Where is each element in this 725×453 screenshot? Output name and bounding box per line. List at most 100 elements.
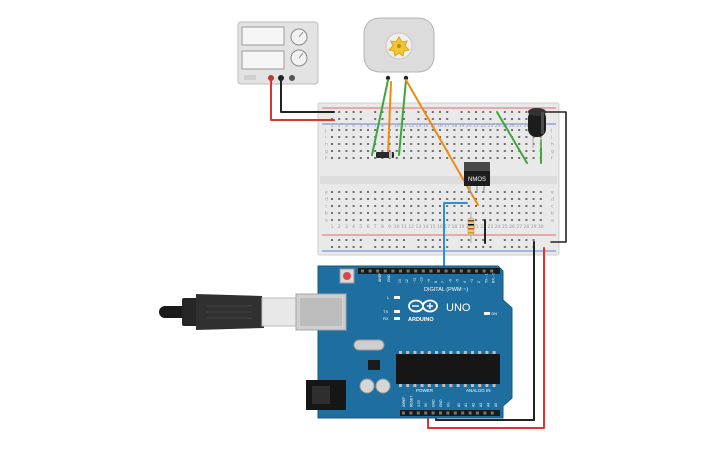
header-pin[interactable] xyxy=(424,411,428,415)
breadboard-hole[interactable] xyxy=(539,219,542,221)
rail-hole[interactable] xyxy=(345,246,348,248)
breadboard-hole[interactable] xyxy=(395,191,398,193)
breadboard-hole[interactable] xyxy=(352,219,355,221)
rail-hole[interactable] xyxy=(460,111,463,113)
breadboard-hole[interactable] xyxy=(367,212,369,214)
rail-hole[interactable] xyxy=(395,239,398,241)
rail-hole[interactable] xyxy=(331,239,333,241)
breadboard-hole[interactable] xyxy=(431,198,434,200)
rail-hole[interactable] xyxy=(338,246,341,248)
rail-hole[interactable] xyxy=(489,239,492,241)
rail-hole[interactable] xyxy=(518,246,521,248)
breadboard-hole[interactable] xyxy=(475,212,477,214)
breadboard-hole[interactable] xyxy=(388,150,391,152)
breadboard-hole[interactable] xyxy=(395,129,398,131)
header-pin[interactable] xyxy=(482,269,486,273)
breadboard-hole[interactable] xyxy=(439,219,441,221)
breadboard-hole[interactable] xyxy=(460,143,463,145)
breadboard-hole[interactable] xyxy=(395,212,398,214)
rail-hole[interactable] xyxy=(439,239,441,241)
rail-hole[interactable] xyxy=(439,111,441,113)
breadboard-hole[interactable] xyxy=(489,219,492,221)
breadboard-hole[interactable] xyxy=(496,212,499,214)
breadboard-hole[interactable] xyxy=(403,150,405,152)
rail-hole[interactable] xyxy=(417,239,420,241)
breadboard-hole[interactable] xyxy=(489,157,492,159)
rail-hole[interactable] xyxy=(482,118,485,120)
breadboard-hole[interactable] xyxy=(503,150,506,152)
breadboard-hole[interactable] xyxy=(496,129,499,131)
header-pin[interactable] xyxy=(483,411,487,415)
breadboard-hole[interactable] xyxy=(374,150,377,152)
breadboard-hole[interactable] xyxy=(381,219,384,221)
breadboard-hole[interactable] xyxy=(338,143,341,145)
breadboard-hole[interactable] xyxy=(338,191,341,193)
breadboard-hole[interactable] xyxy=(482,191,485,193)
breadboard-hole[interactable] xyxy=(518,198,521,200)
breadboard-hole[interactable] xyxy=(424,136,427,138)
rail-hole[interactable] xyxy=(511,118,513,120)
breadboard-hole[interactable] xyxy=(403,129,405,131)
rail-hole[interactable] xyxy=(359,239,362,241)
breadboard-hole[interactable] xyxy=(475,219,477,221)
breadboard-hole[interactable] xyxy=(352,212,355,214)
wire-motor-green-1[interactable] xyxy=(371,79,389,156)
rail-hole[interactable] xyxy=(403,118,405,120)
breadboard-hole[interactable] xyxy=(489,191,492,193)
breadboard-hole[interactable] xyxy=(496,143,499,145)
rail-hole[interactable] xyxy=(475,239,477,241)
breadboard-hole[interactable] xyxy=(381,205,384,207)
breadboard-hole[interactable] xyxy=(338,219,341,221)
breadboard-hole[interactable] xyxy=(446,129,449,131)
rail-hole[interactable] xyxy=(467,118,470,120)
breadboard-hole[interactable] xyxy=(331,191,333,193)
breadboard-hole[interactable] xyxy=(446,157,449,159)
usb-cable[interactable] xyxy=(159,294,297,330)
header-pin[interactable] xyxy=(368,269,372,273)
breadboard-hole[interactable] xyxy=(367,143,369,145)
breadboard-hole[interactable] xyxy=(417,136,420,138)
header-pin[interactable] xyxy=(490,411,494,415)
breadboard-hole[interactable] xyxy=(338,212,341,214)
breadboard-hole[interactable] xyxy=(532,198,535,200)
rail-hole[interactable] xyxy=(352,118,355,120)
rail-hole[interactable] xyxy=(395,118,398,120)
motor-terminal-2[interactable] xyxy=(403,75,409,81)
breadboard-hole[interactable] xyxy=(446,136,449,138)
breadboard-hole[interactable] xyxy=(331,150,333,152)
rail-hole[interactable] xyxy=(475,118,477,120)
breadboard-hole[interactable] xyxy=(475,143,477,145)
breadboard-hole[interactable] xyxy=(403,219,405,221)
breadboard-hole[interactable] xyxy=(331,129,333,131)
breadboard-hole[interactable] xyxy=(381,198,384,200)
breadboard-hole[interactable] xyxy=(359,150,362,152)
rail-hole[interactable] xyxy=(503,239,506,241)
header-pin[interactable] xyxy=(444,269,448,273)
header-pin[interactable] xyxy=(391,269,395,273)
rail-hole[interactable] xyxy=(338,111,341,113)
breadboard-hole[interactable] xyxy=(395,205,398,207)
breadboard-hole[interactable] xyxy=(374,129,377,131)
breadboard-hole[interactable] xyxy=(417,212,420,214)
breadboard-hole[interactable] xyxy=(345,136,348,138)
breadboard-hole[interactable] xyxy=(453,212,456,214)
breadboard-hole[interactable] xyxy=(431,136,434,138)
breadboard-hole[interactable] xyxy=(403,157,405,159)
breadboard-hole[interactable] xyxy=(539,198,542,200)
breadboard-hole[interactable] xyxy=(381,136,384,138)
psu-terminal-negative[interactable] xyxy=(278,75,284,81)
header-pin[interactable] xyxy=(409,411,413,415)
breadboard-hole[interactable] xyxy=(482,212,485,214)
breadboard-hole[interactable] xyxy=(489,136,492,138)
breadboard-hole[interactable] xyxy=(403,212,405,214)
header-pin[interactable] xyxy=(446,411,450,415)
rail-hole[interactable] xyxy=(467,239,470,241)
digital-header[interactable] xyxy=(358,268,500,274)
breadboard-hole[interactable] xyxy=(359,219,362,221)
rail-hole[interactable] xyxy=(460,239,463,241)
breadboard-hole[interactable] xyxy=(431,219,434,221)
header-pin[interactable] xyxy=(361,269,364,273)
breadboard-hole[interactable] xyxy=(439,157,441,159)
breadboard-hole[interactable] xyxy=(482,136,485,138)
breadboard-hole[interactable] xyxy=(489,143,492,145)
